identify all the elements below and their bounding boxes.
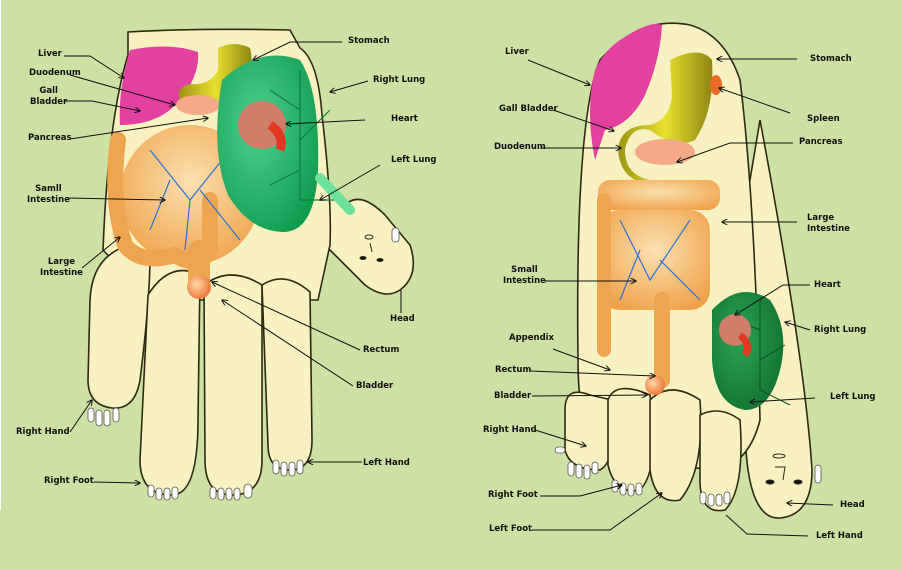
liver-shape	[119, 46, 199, 125]
foot-label-heart: Heart	[814, 280, 841, 290]
foot-label-right-hand: Right Hand	[483, 425, 537, 435]
heart-vessel	[267, 121, 286, 152]
foot-label-right-lung: Right Lung	[814, 325, 867, 335]
foot-label-left-foot: Left Foot	[489, 524, 533, 534]
pancreas-shape	[176, 95, 220, 115]
foot-label-left-lung: Left Lung	[830, 392, 876, 402]
hand-label-head: Head	[390, 314, 415, 324]
hand-label-bladder: Bladder	[356, 381, 394, 391]
foot-label-head: Head	[840, 500, 865, 510]
hand-label-stomach: Stomach	[348, 36, 390, 46]
hand-label-pancreas: Pancreas	[28, 133, 72, 143]
head-face	[359, 234, 384, 262]
pancreas-shape	[635, 139, 695, 165]
foot-label-rectum: Rectum	[495, 365, 532, 375]
foot-label-small-intestine: Small Intestine	[503, 265, 546, 286]
rectum-shape	[187, 275, 211, 299]
hand-label-right-lung: Right Lung	[373, 75, 426, 85]
hand-label-small-intestine: Samll Intestine	[27, 184, 70, 205]
hand-label-right-foot: Right Foot	[44, 476, 94, 486]
foot-label-stomach: Stomach	[810, 54, 852, 64]
hand-label-heart: Heart	[391, 114, 418, 124]
rectum-shape	[645, 375, 665, 395]
foot-label-right-foot: Right Foot	[488, 490, 538, 500]
foot-label-large-intestine: Large Intestine	[807, 213, 850, 234]
stomach-shape	[618, 52, 713, 185]
hand-label-duodenum: Duodenum	[29, 68, 81, 78]
hand-label-left-hand: Left Hand	[363, 458, 410, 468]
leader-lines	[64, 41, 834, 537]
foot-label-left-hand: Left Hand	[816, 531, 863, 541]
foot-label-gall-bladder: Gall Bladder	[499, 104, 558, 114]
trachea-shape	[315, 173, 355, 215]
hand-label-right-hand: Right Hand	[16, 427, 70, 437]
hand-label-large-intestine: Large Intestine	[40, 257, 83, 278]
hand-finger-toes	[87, 227, 400, 501]
foot-label-spleen: Spleen	[807, 114, 840, 124]
liver-shape	[590, 24, 662, 160]
hand-label-rectum: Rectum	[363, 345, 400, 355]
foot-label-appendix: Appendix	[509, 333, 555, 343]
foot-label-duodenum: Duodenum	[494, 142, 546, 152]
foot-label-liver: Liver	[505, 47, 529, 57]
hand-label-liver: Liver	[38, 49, 62, 59]
hand-organs	[107, 44, 384, 299]
hand-label-gall-bladder: Gall Bladder	[30, 86, 68, 107]
foot-label-pancreas: Pancreas	[799, 137, 843, 147]
small-intestine-shape	[600, 210, 710, 310]
heart-vessel	[737, 332, 752, 358]
heart-shape	[238, 101, 286, 149]
spleen-shape	[710, 75, 722, 95]
image-edge-strip	[0, 0, 1, 510]
intestine-vessels	[619, 219, 701, 301]
lung-vessels	[269, 70, 345, 201]
foot-label-bladder: Bladder	[494, 391, 532, 401]
intestine-vessels	[149, 149, 241, 251]
hand-label-left-lung: Left Lung	[391, 155, 437, 165]
large-intestine-shape	[598, 180, 720, 210]
foot-organs	[590, 24, 803, 485]
head-face	[765, 453, 803, 485]
foot-toes-nails	[554, 446, 822, 507]
